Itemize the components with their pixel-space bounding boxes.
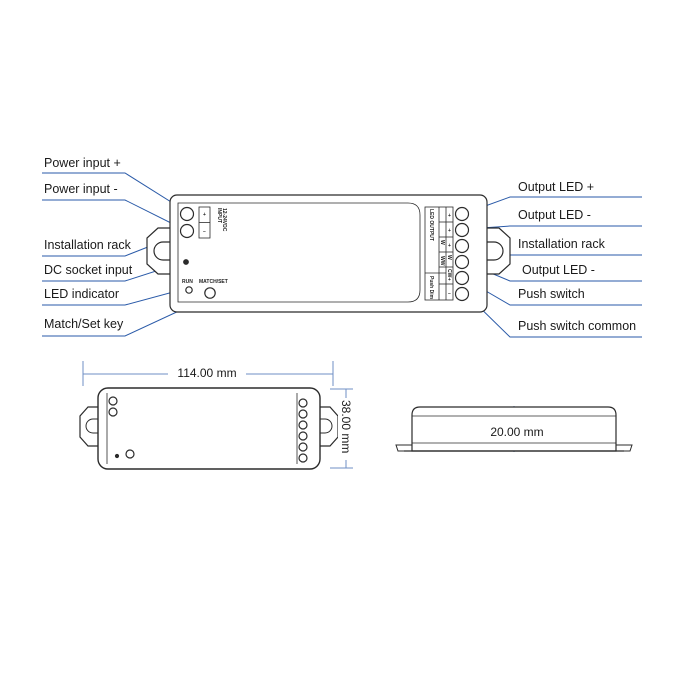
output-terminal-1[interactable] [454,206,470,222]
length-label-bg [168,365,246,381]
output-terminal-6[interactable] [454,286,470,302]
input-plus-sign: + [203,212,206,218]
label-installation-rack-right: Installation rack [518,237,606,251]
label-power-input-plus: Power input + [44,156,121,170]
input-spec-voltage: 12-24VDC [221,208,227,232]
led-output-label: LED OUTPUT [428,209,434,241]
output-terminal-3[interactable] [454,238,470,254]
label-led-indicator: LED indicator [44,287,119,301]
device-printing: + − INPUT 12-24VDC RUN MATCH/SET LED OUT… [182,208,452,300]
device-top-view [146,194,511,313]
push-dim-label: Push Dim [428,276,434,300]
label-power-input-minus: Power input - [44,182,118,196]
leader-power-input-plus [42,172,188,213]
label-output-led-minus-2: Output LED - [522,263,595,277]
device-front-view [79,387,339,470]
leader-led-indicator [42,287,189,306]
run-label: RUN [182,279,193,285]
side-dimension-label: 20.00 mm [485,424,549,440]
match-set-label: MATCH/SET [199,279,228,285]
label-match-set-key: Match/Set key [44,317,124,331]
dimension-length: 114.00 mm [177,366,236,380]
push-sign-minus: − [448,291,451,297]
input-minus-sign: − [203,229,206,235]
label-output-led-minus-1: Output LED - [518,208,591,222]
label-push-switch: Push switch [518,287,585,301]
out-channel-cw: CW [446,269,452,278]
label-output-led-plus: Output LED + [518,180,594,194]
output-terminal-2[interactable] [454,222,470,238]
out-sign-2: + [448,228,451,234]
power-input-plus-terminal[interactable] [179,206,195,222]
dc-socket [183,259,189,265]
front-case [97,387,321,470]
callout-labels: Power input + Power input - Installation… [44,156,636,333]
match-set-key[interactable] [204,287,216,299]
side-flange [395,444,413,452]
label-installation-rack-left: Installation rack [44,238,132,252]
out-sign-3: + [448,243,451,249]
power-input-minus-terminal[interactable] [179,223,195,239]
dimension-height: 20.00 mm [490,425,543,439]
mounting-ear-right-slot [487,241,504,261]
label-dc-socket-input: DC socket input [44,263,133,277]
mounting-ear-left-slot [153,241,170,261]
out-sign-1: + [448,213,451,219]
out-channel-w-2: W [446,255,452,260]
push-sign-plus: + [448,277,451,283]
run-led [185,286,193,294]
out-channel-w-1: W [439,240,445,245]
dimension-labels: 114.00 mm 38.00 mm [168,365,355,460]
height-label-bg [485,424,549,440]
output-terminal-5[interactable] [454,270,470,286]
label-push-switch-common: Push switch common [518,319,636,333]
output-terminal-4[interactable] [454,254,470,270]
dimension-width: 38.00 mm [339,400,353,453]
width-label-bg [338,398,355,460]
leader-power-input-minus [42,199,186,231]
out-channel-ww: WW [439,256,445,266]
input-spec-title: INPUT [216,208,222,223]
device-label-panel [177,202,421,303]
